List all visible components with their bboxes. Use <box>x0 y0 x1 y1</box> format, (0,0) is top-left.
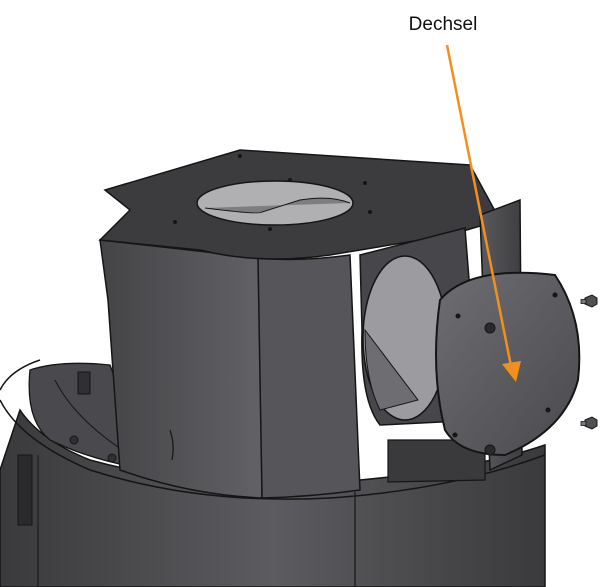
top-cover-plate <box>98 149 502 260</box>
hex-bolt-icon <box>580 294 598 308</box>
inner-box-front-panel <box>257 254 361 499</box>
callout-arrow <box>445 44 521 382</box>
inner-box-left-panel <box>99 239 263 499</box>
callout-label: Dechsel <box>409 14 478 35</box>
hex-bolt-icon <box>580 416 598 430</box>
